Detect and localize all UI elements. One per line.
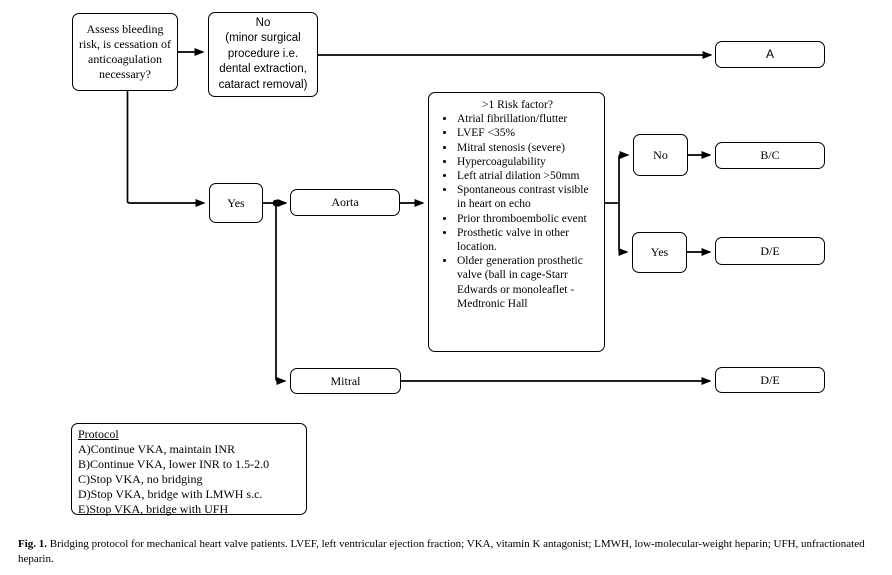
node-label: Assess bleeding risk, is cessation of an… bbox=[79, 22, 171, 81]
protocol-line: A)Continue VKA, maintain INR bbox=[78, 442, 236, 456]
node-outcome-de-top: D/E bbox=[715, 237, 825, 265]
node-label: Aorta bbox=[331, 195, 359, 209]
node-label: Yes bbox=[227, 195, 245, 210]
risk-factor-item: Prosthetic valve in other location. bbox=[456, 226, 600, 254]
node-aorta: Aorta bbox=[290, 189, 400, 216]
connector-yes-to-mitral bbox=[275, 203, 287, 385]
node-yes-main: Yes bbox=[209, 183, 263, 223]
risk-factor-item: Spontaneous contrast visible in heart on… bbox=[456, 183, 600, 211]
node-outcome-a: A bbox=[715, 41, 825, 68]
figure-caption: Fig. 1. Bridging protocol for mechanical… bbox=[18, 537, 866, 567]
node-label-rest: (minor surgical procedure i.e. dental ex… bbox=[218, 32, 308, 91]
node-label: A bbox=[765, 47, 774, 61]
junction-dot bbox=[272, 199, 280, 207]
node-label: D/E bbox=[760, 372, 780, 387]
node-branch-no: No bbox=[633, 134, 688, 176]
risk-factor-item: Atrial fibrillation/flutter bbox=[456, 112, 600, 126]
node-mitral: Mitral bbox=[290, 368, 401, 394]
node-label: No bbox=[653, 147, 668, 162]
connector-assess-to-yes bbox=[126, 91, 206, 207]
node-outcome-de-bottom: D/E bbox=[715, 367, 825, 393]
protocol-line: B)Continue VKA, lower INR to 1.5-2.0 bbox=[78, 457, 270, 471]
risk-factor-list: Atrial fibrillation/flutter LVEF <35% Mi… bbox=[435, 112, 600, 311]
figure-caption-text: Bridging protocol for mechanical heart v… bbox=[18, 538, 865, 565]
protocol-line: D)Stop VKA, bridge with LMWH s.c. bbox=[78, 487, 263, 501]
connector-split-vertical bbox=[618, 154, 622, 253]
figure-number-label: Fig. 1. bbox=[18, 538, 48, 550]
risk-factor-item: Mitral stenosis (severe) bbox=[456, 141, 600, 155]
risk-box-title: >1 Risk factor? bbox=[482, 99, 553, 111]
node-protocol-legend: Protocol A)Continue VKA, maintain INR B)… bbox=[71, 423, 307, 516]
node-risk-factors: >1 Risk factor? Atrial fibrillation/flut… bbox=[428, 92, 605, 352]
risk-factor-item: Left atrial dilation >50mm bbox=[456, 169, 600, 183]
risk-factor-item: Hypercoagulability bbox=[456, 155, 600, 169]
node-label: Mitral bbox=[330, 373, 361, 388]
protocol-title: Protocol bbox=[78, 427, 119, 441]
node-no-minor-procedure: No (minor surgical procedure i.e. dental… bbox=[208, 12, 318, 97]
risk-factor-item: Older generation prosthetic valve (ball … bbox=[456, 254, 600, 311]
node-assess-bleeding-risk: Assess bleeding risk, is cessation of an… bbox=[72, 13, 178, 91]
risk-factor-item: Prior thromboembolic event bbox=[456, 212, 600, 226]
node-label: B/C bbox=[760, 148, 780, 162]
protocol-line: C)Stop VKA, no bridging bbox=[78, 472, 203, 486]
protocol-line: E)Stop VKA, bridge with UFH bbox=[78, 502, 229, 516]
risk-factor-item: LVEF <35% bbox=[456, 126, 600, 140]
node-outcome-bc: B/C bbox=[715, 142, 825, 169]
node-branch-yes: Yes bbox=[632, 232, 687, 273]
node-label: Yes bbox=[650, 245, 669, 259]
node-label: D/E bbox=[760, 243, 780, 258]
node-label-line1: No bbox=[255, 16, 271, 29]
